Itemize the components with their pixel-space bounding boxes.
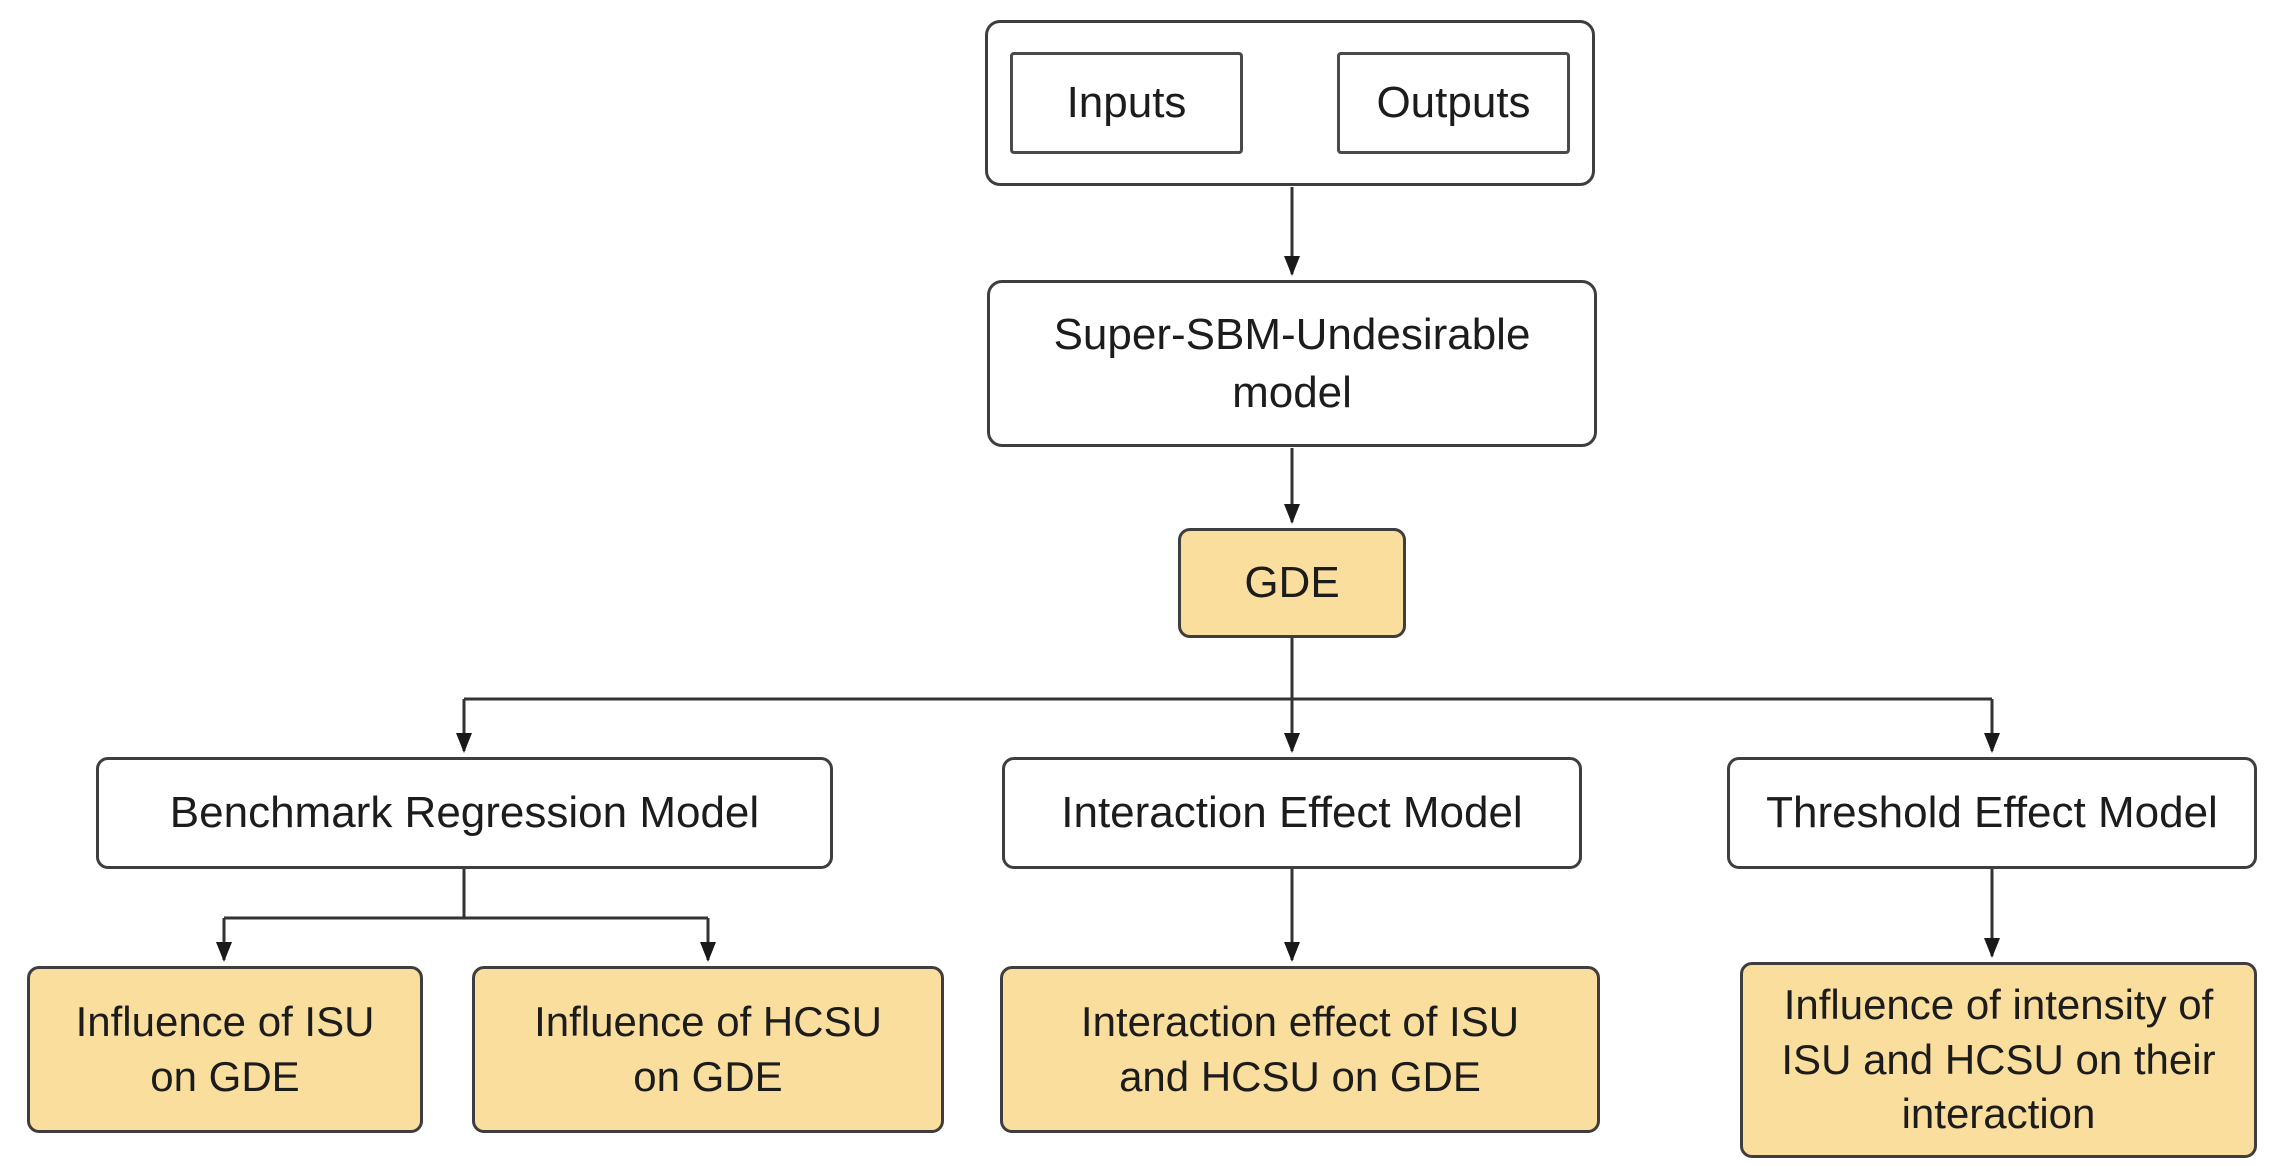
interaction-effect-result-node: Interaction effect of ISU and HCSU on GD…	[1000, 966, 1600, 1133]
intensity-influence-node: Influence of intensity of ISU and HCSU o…	[1740, 962, 2257, 1158]
threshold-effect-model-label: Threshold Effect Model	[1766, 788, 2218, 838]
gde-label: GDE	[1244, 558, 1340, 608]
threshold-effect-model-node: Threshold Effect Model	[1727, 757, 2257, 869]
outputs-node: Outputs	[1337, 52, 1570, 154]
inputs-node: Inputs	[1010, 52, 1243, 154]
gde-node: GDE	[1178, 528, 1406, 638]
influence-hcsu-label: Influence of HCSU on GDE	[534, 997, 882, 1100]
intensity-influence-label: Influence of intensity of ISU and HCSU o…	[1781, 981, 2216, 1138]
super-sbm-node: Super-SBM-Undesirable model	[987, 280, 1597, 447]
interaction-effect-model-label: Interaction Effect Model	[1061, 788, 1523, 838]
benchmark-regression-model-label: Benchmark Regression Model	[169, 788, 760, 838]
influence-isu-node: Influence of ISU on GDE	[27, 966, 423, 1133]
super-sbm-label: Super-SBM-Undesirable model	[1053, 310, 1531, 417]
interaction-effect-model-node: Interaction Effect Model	[1002, 757, 1582, 869]
inputs-label: Inputs	[1066, 78, 1187, 128]
interaction-effect-result-label: Interaction effect of ISU and HCSU on GD…	[1080, 997, 1520, 1100]
benchmark-regression-model-node: Benchmark Regression Model	[96, 757, 833, 869]
influence-isu-label: Influence of ISU on GDE	[75, 997, 375, 1100]
outputs-label: Outputs	[1376, 78, 1531, 128]
influence-hcsu-node: Influence of HCSU on GDE	[472, 966, 944, 1133]
